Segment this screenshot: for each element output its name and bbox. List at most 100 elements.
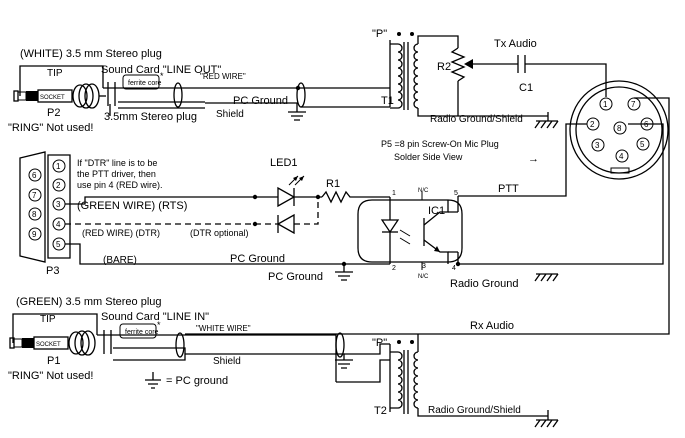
red-wire-label: (RED WIRE) (DTR) — [82, 228, 160, 238]
mic-plug-outer-ring — [569, 80, 669, 180]
ic1-nc-bottom: N/C — [418, 274, 429, 280]
p2-plug-icon: SOCKET — [13, 83, 100, 109]
p2-tip-wire — [19, 65, 104, 96]
p2-plug-brand: SOCKET — [40, 95, 65, 101]
mic-pin-4 — [615, 149, 629, 163]
ptt-section: 6 7 8 9 1 2 3 4 5 P3 If "DTR" line is to… — [19, 151, 559, 290]
dtr-optional-label: (DTR optional) — [190, 228, 249, 238]
ic1-pin3: 3 — [422, 263, 426, 270]
mid-radio-ground-label: Radio Ground — [450, 278, 519, 290]
t1-secondary-top-wire — [417, 35, 459, 48]
p1-plug-icon: SOCKET — [9, 330, 96, 356]
led-anode-node — [252, 194, 258, 200]
p1-ring-note: "RING" Not used! — [8, 370, 93, 382]
bottom-audio-section: (GREEN) 3.5 mm Stereo plug TIP Sound Car… — [8, 296, 559, 428]
p1-small-ferrite — [103, 330, 112, 354]
bottom-ferrite-star: * — [157, 320, 161, 330]
mic-plug-key — [610, 167, 630, 174]
t2-primary-ground-wire — [344, 343, 390, 355]
mic-plug-view-arrow: → — [528, 153, 539, 165]
p2-plug-title: (WHITE) 3.5 mm Stereo plug — [20, 48, 162, 60]
top-audio-section: (WHITE) 3.5 mm Stereo plug TIP Sound Car… — [8, 28, 607, 134]
t2-p-marker: "P" — [372, 337, 387, 349]
db9-pin-3: 3 — [56, 200, 61, 209]
p5-mic-plug: 1 2 3 4 5 6 7 8 P5 =8 pin Screw-On Mic P… — [185, 80, 670, 335]
p1-tip-label: TIP — [40, 314, 56, 325]
rx-audio-from-pin7-wire — [185, 97, 670, 335]
top-cable-ferrite-a — [173, 82, 183, 108]
white-wire-label: "WHITE WIRE" — [196, 324, 251, 333]
led-cathode-node — [315, 194, 321, 200]
db9-pin-7: 7 — [32, 191, 37, 200]
t2-label: T2 — [374, 405, 387, 417]
p3-label: P3 — [46, 265, 59, 277]
led1-icon — [277, 175, 305, 208]
mic-pin-1 — [599, 97, 613, 111]
red-wire-label: "RED WIRE" — [200, 72, 246, 81]
top-signal-node — [295, 85, 301, 91]
db9-pin-1: 1 — [56, 162, 61, 171]
sound-card-line-in-label: Sound Card "LINE IN" — [101, 311, 209, 323]
rx-audio-label: Rx Audio — [470, 320, 514, 332]
r1-resistor — [321, 190, 390, 204]
sound-card-line-out-label: Sound Card "LINE OUT" — [101, 64, 221, 76]
t2-secondary-bottom-wire — [417, 408, 548, 417]
tx-audio-label: Tx Audio — [494, 38, 537, 50]
c1-capacitor — [517, 55, 526, 73]
mic-pin-8-label: 8 — [617, 124, 622, 133]
p1-plug-title: (GREEN) 3.5 mm Stereo plug — [16, 296, 162, 308]
mic-pin-3-label: 3 — [595, 141, 600, 150]
db9-pin-8: 8 — [32, 210, 37, 219]
top-pc-ground-wire — [205, 102, 298, 112]
bare-label: (BARE) — [103, 255, 137, 266]
radio-ground-to-pin6-wire — [458, 123, 664, 265]
mic-pin-5-label: 5 — [640, 140, 645, 149]
dtr-diode-icon — [276, 213, 295, 235]
bottom-shield-label: Shield — [213, 356, 241, 367]
ic1-emitter-node — [455, 261, 461, 267]
bottom-cable-ferrite-a — [175, 332, 185, 358]
p3-db9-connector — [19, 151, 71, 263]
p2-ring-note: "RING" Not used! — [8, 122, 93, 134]
db9-pin-5: 5 — [56, 240, 61, 249]
mic-pin-3 — [591, 138, 605, 152]
bottom-ferrite-core — [119, 323, 157, 339]
p1-plug-brand: SOCKET — [36, 342, 61, 348]
top-ferrite-core — [122, 74, 160, 90]
p2-jack-name: P2 — [47, 107, 60, 119]
p1-tip-wire — [12, 313, 98, 343]
dtr-note-line1: If "DTR" line is to be — [77, 158, 157, 168]
top-radio-ground-symbol — [534, 112, 559, 129]
mic-pin-7-label: 7 — [631, 100, 636, 109]
r1-label: R1 — [326, 178, 340, 190]
pc-ground-bus-label: PC Ground — [230, 253, 285, 265]
ic1-optocoupler — [357, 197, 463, 264]
mid-pc-ground-node — [341, 261, 347, 267]
bottom-pc-ground-symbol — [335, 359, 353, 369]
mic-plug-title-line2: Solder Side View — [394, 152, 463, 162]
mic-pin-5 — [636, 137, 650, 151]
ic1-nc-top: N/C — [418, 188, 429, 194]
tx-audio-to-pin1 — [525, 63, 607, 97]
green-wire-label: (GREEN WIRE) (RTS) — [77, 200, 187, 212]
bottom-shield-ground-wire — [185, 353, 345, 360]
t1-transformer — [389, 32, 419, 110]
dtr-note-line2: the PTT driver, then — [77, 169, 156, 179]
top-pc-ground-label: PC Ground — [233, 95, 288, 107]
db9-pin-4: 4 — [56, 220, 61, 229]
ptt-to-pin2-wire — [458, 123, 587, 197]
top-radio-ground-label: Radio Ground/Shield — [430, 114, 523, 125]
ic1-label: IC1 — [428, 205, 445, 217]
r2-label: R2 — [437, 61, 451, 73]
ic1-pin1: 1 — [392, 190, 396, 197]
legend-pc-ground-symbol — [145, 372, 161, 389]
led1-label: LED1 — [270, 157, 298, 169]
c1-label: C1 — [519, 82, 533, 94]
bottom-shield-wire — [113, 347, 186, 361]
top-ferrite-label: ferrite core — [128, 80, 162, 87]
rx-audio-wire — [185, 334, 337, 382]
bare-ground-wire — [65, 243, 390, 265]
top-ferrite-star: * — [160, 71, 164, 81]
ic1-pin4: 4 — [452, 265, 456, 272]
